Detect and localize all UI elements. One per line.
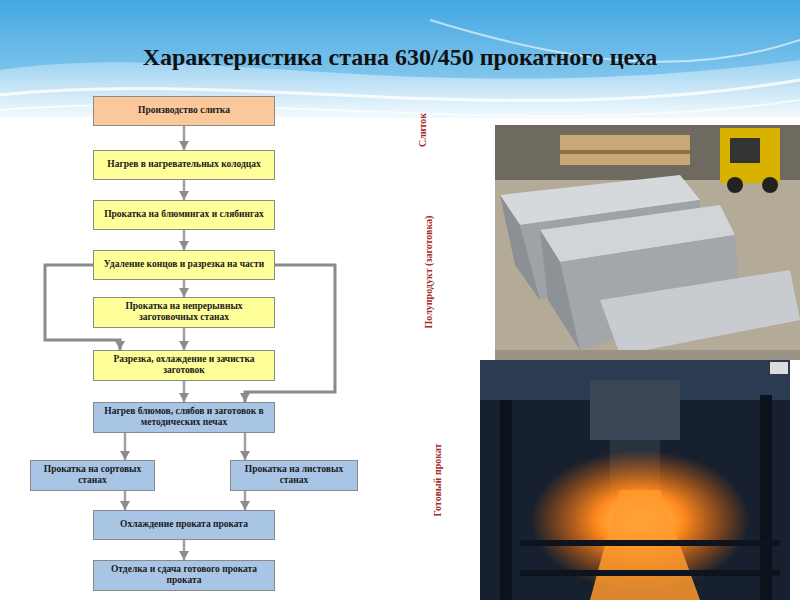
rolling-mill-photo bbox=[480, 360, 790, 600]
box-text: Нагрев блюмов, слябов и заготовок в мето… bbox=[98, 406, 270, 429]
box-text: Охлаждение проката проката bbox=[120, 519, 248, 530]
flow-arrow bbox=[240, 265, 335, 402]
process-box: Прокатка на непрерывных заготовочных ста… bbox=[93, 297, 275, 328]
flow-arrow bbox=[179, 328, 189, 350]
process-box: Отделка и сдача готового проката проката bbox=[93, 560, 275, 591]
flow-arrow bbox=[240, 433, 250, 460]
flow-arrow bbox=[120, 433, 130, 460]
stage-label: Слиток bbox=[417, 113, 428, 147]
process-box: Производство слитка bbox=[93, 96, 275, 126]
arrow-head bbox=[120, 451, 130, 460]
box-text: Прокатка на блюмингах и слябингах bbox=[104, 209, 264, 220]
flow-arrow bbox=[179, 540, 189, 560]
arrow-head bbox=[179, 341, 189, 350]
arrow-head bbox=[240, 501, 250, 510]
flow-arrow bbox=[179, 126, 189, 150]
process-box: Прокатка на листовых станах bbox=[230, 460, 358, 491]
arrow-head bbox=[179, 393, 189, 402]
arrow-head bbox=[179, 288, 189, 297]
process-box: Удаление концов и разрезка на части bbox=[93, 250, 275, 280]
arrow-head bbox=[179, 241, 189, 250]
box-text: Разрезка, охлаждение и зачистка заготово… bbox=[98, 354, 270, 377]
slabs-photo bbox=[495, 125, 800, 360]
box-text: Прокатка на листовых станах bbox=[235, 464, 353, 487]
arrow-head bbox=[179, 141, 189, 150]
flow-arrow bbox=[179, 381, 189, 402]
process-box: Нагрев блюмов, слябов и заготовок в мето… bbox=[93, 402, 275, 433]
box-text: Нагрев в нагревательных колодцах bbox=[107, 159, 260, 170]
box-text: Прокатка на непрерывных заготовочных ста… bbox=[98, 301, 270, 324]
box-text: Производство слитка bbox=[138, 105, 230, 116]
flow-arrow bbox=[179, 230, 189, 250]
flow-arrow bbox=[240, 491, 250, 510]
flow-arrow bbox=[179, 180, 189, 200]
arrow-head bbox=[115, 341, 125, 350]
slide-title: Характеристика стана 630/450 прокатного … bbox=[0, 44, 800, 71]
flow-arrow bbox=[120, 491, 130, 510]
process-box: Нагрев в нагревательных колодцах bbox=[93, 150, 275, 180]
box-text: Удаление концов и разрезка на части bbox=[104, 259, 264, 270]
flow-arrow bbox=[179, 280, 189, 297]
arrow-head bbox=[120, 501, 130, 510]
stage-label: Полупродукт (заготовка) bbox=[423, 216, 434, 329]
arrow-head bbox=[179, 191, 189, 200]
connector-line bbox=[245, 265, 335, 402]
process-box: Прокатка на блюмингах и слябингах bbox=[93, 200, 275, 230]
process-box: Прокатка на сортовых станах bbox=[30, 460, 155, 491]
box-text: Прокатка на сортовых станах bbox=[35, 464, 150, 487]
process-box: Разрезка, охлаждение и зачистка заготово… bbox=[93, 350, 275, 381]
arrow-head bbox=[240, 451, 250, 460]
box-text: Отделка и сдача готового проката проката bbox=[98, 564, 270, 587]
arrow-head bbox=[240, 393, 250, 402]
process-box: Охлаждение проката проката bbox=[93, 510, 275, 540]
arrow-head bbox=[179, 551, 189, 560]
stage-label: Готовый прокат bbox=[432, 444, 443, 517]
